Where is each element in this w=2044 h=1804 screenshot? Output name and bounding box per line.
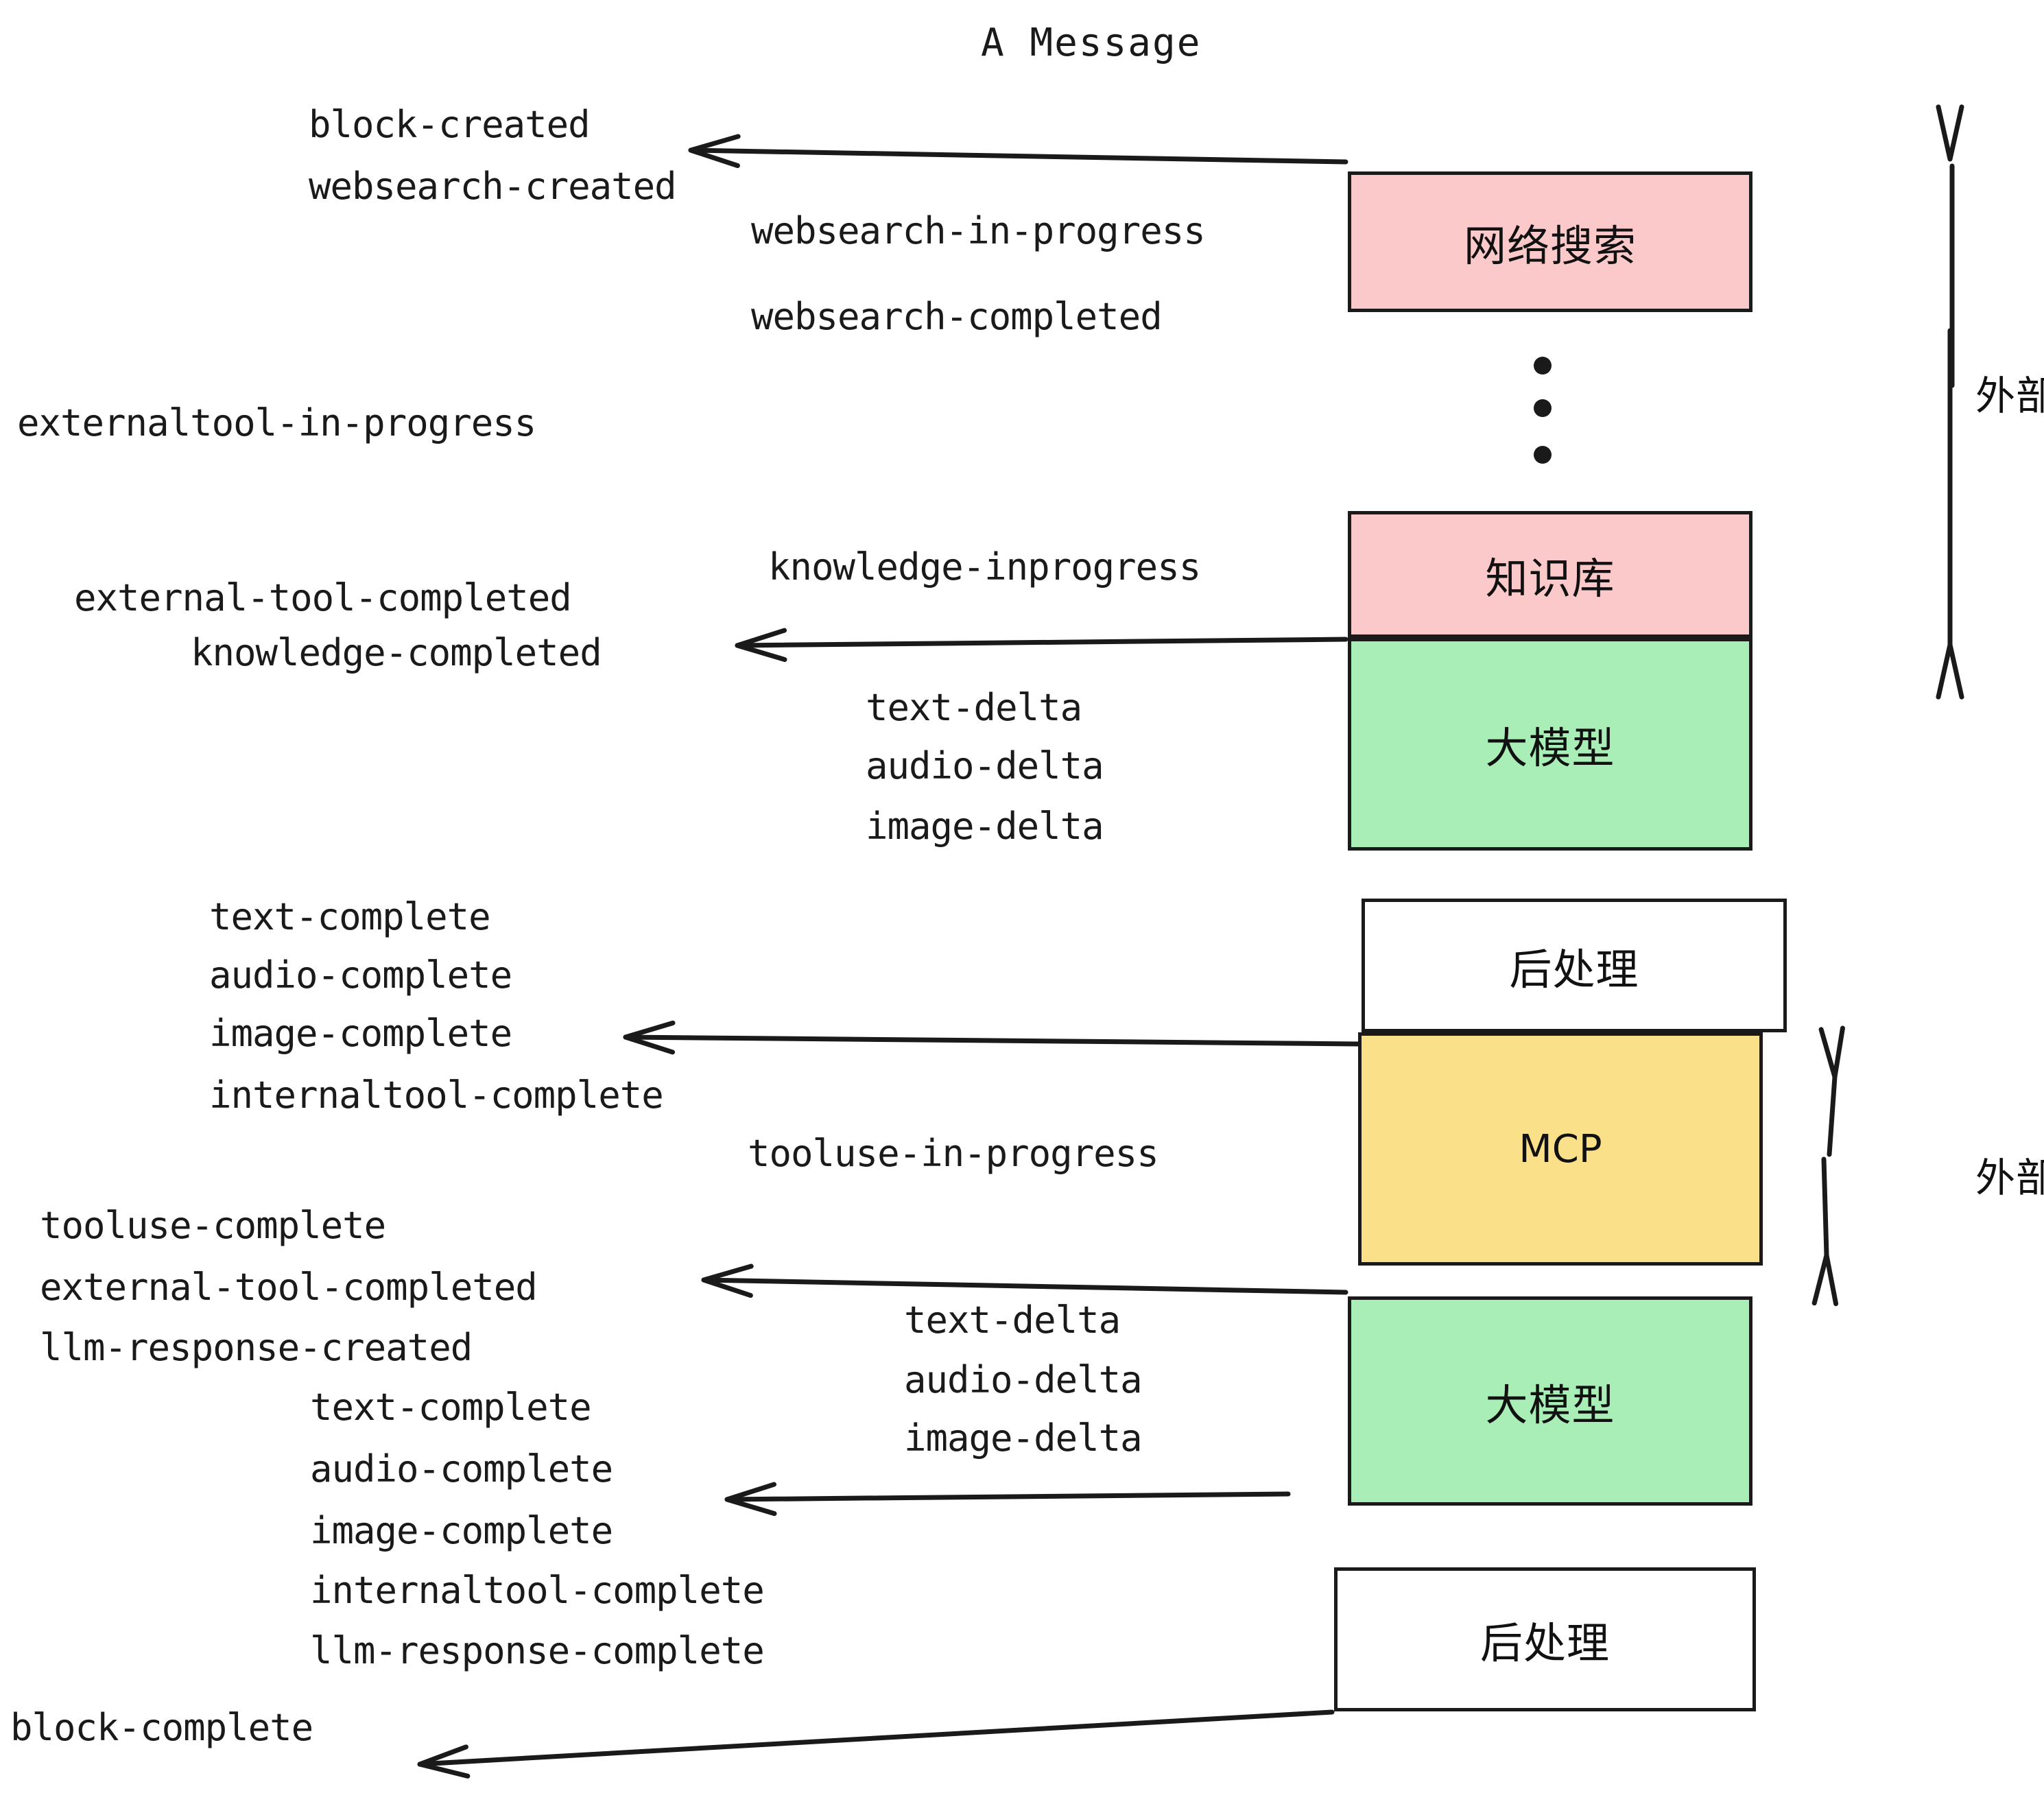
node-box-llm-top: 大模型 (1348, 638, 1752, 851)
event-label-image-complete-2: image-complete (310, 1509, 613, 1552)
node-label: 后处理 (1509, 944, 1639, 995)
arrow-knowledge-to-events-head (735, 628, 787, 663)
event-label-image-delta-2: image-delta (904, 1416, 1143, 1460)
ellipsis-dot-1 (1534, 357, 1552, 375)
event-label-knowledge-completed: knowledge-completed (191, 631, 602, 674)
node-label: 后处理 (1479, 1618, 1610, 1668)
external-tools-range-top-up-head (1936, 104, 1964, 162)
ellipsis-dot-3 (1534, 446, 1552, 464)
external-tools-range-bottom-lower-shaft (1821, 1156, 1829, 1258)
arrow-postbottom-to-events (417, 1709, 1335, 1767)
arrow-llm-to-events (724, 1491, 1291, 1502)
node-box-knowledge: 知识库 (1348, 511, 1752, 638)
node-label: 大模型 (1485, 1379, 1615, 1430)
event-label-external-tool-completed-2: external-tool-completed (40, 1266, 538, 1309)
event-label-internaltool-complete-1: internaltool-complete (209, 1073, 664, 1117)
event-label-block-complete: block-complete (10, 1706, 313, 1749)
event-label-external-tool-completed-1: external-tool-completed (74, 576, 572, 619)
side-label-external-tools-bottom: 外部工具 (1975, 1154, 2044, 1201)
event-label-websearch-completed: websearch-completed (751, 295, 1163, 338)
arrow-mcp-to-events (701, 1277, 1348, 1295)
node-box-post-top: 后处理 (1362, 899, 1787, 1032)
external-tools-range-bottom-upper-shaft (1827, 1074, 1838, 1157)
event-label-block-created: block-created (309, 103, 591, 146)
event-label-audio-complete-1: audio-complete (209, 953, 512, 997)
arrow-websearch-to-events-head (688, 134, 741, 168)
event-label-tooluse-in-progress: tooluse-in-progress (748, 1132, 1159, 1175)
event-label-text-complete-2: text-complete (310, 1386, 592, 1429)
event-label-audio-delta-2: audio-delta (904, 1358, 1143, 1401)
external-tools-range-top-down-head (1936, 642, 1964, 700)
event-label-text-delta-2: text-delta (904, 1298, 1121, 1342)
node-box-mcp: MCP (1358, 1032, 1763, 1266)
event-label-externaltool-in-progress: externaltool-in-progress (17, 401, 536, 444)
event-label-llm-response-created: llm-response-created (40, 1326, 473, 1369)
node-box-websearch: 网络搜索 (1348, 171, 1752, 312)
event-label-llm-response-complete: llm-response-complete (310, 1629, 765, 1672)
arrow-knowledge-to-events (735, 637, 1348, 648)
node-label: 大模型 (1485, 723, 1615, 773)
arrow-postproc-to-events (623, 1034, 1362, 1047)
node-box-llm-bottom: 大模型 (1348, 1296, 1752, 1506)
arrow-postbottom-to-events-head (417, 1744, 471, 1779)
arrow-websearch-to-events (688, 147, 1348, 165)
event-label-internaltool-complete-2: internaltool-complete (310, 1569, 765, 1612)
page-title: A Message (981, 21, 1202, 65)
arrow-postproc-to-events-head (623, 1020, 676, 1055)
arrow-llm-to-events-head (724, 1482, 777, 1517)
event-label-text-delta-1: text-delta (866, 686, 1082, 729)
node-label: MCP (1519, 1126, 1602, 1172)
node-label: 网络搜索 (1463, 220, 1637, 271)
event-label-tooluse-complete: tooluse-complete (40, 1204, 386, 1247)
side-label-external-tools-top: 外部工具 (1975, 372, 2044, 419)
event-label-image-delta-1: image-delta (866, 805, 1104, 848)
event-label-websearch-in-progress: websearch-in-progress (751, 209, 1206, 252)
node-label: 知识库 (1485, 553, 1615, 604)
event-label-audio-delta-1: audio-delta (866, 744, 1104, 787)
external-tools-range-bottom-down-head (1811, 1253, 1839, 1307)
arrow-mcp-to-events-head (701, 1263, 754, 1298)
external-tools-range-bottom-up-head (1818, 1025, 1845, 1080)
event-label-knowledge-inprogress: knowledge-inprogress (768, 545, 1201, 589)
event-label-websearch-created: websearch-created (309, 165, 677, 208)
event-label-audio-complete-2: audio-complete (310, 1447, 613, 1491)
event-label-text-complete-1: text-complete (209, 895, 491, 938)
node-box-post-bottom: 后处理 (1334, 1567, 1756, 1711)
ellipsis-dot-2 (1534, 399, 1552, 417)
event-label-image-complete-1: image-complete (209, 1012, 512, 1055)
